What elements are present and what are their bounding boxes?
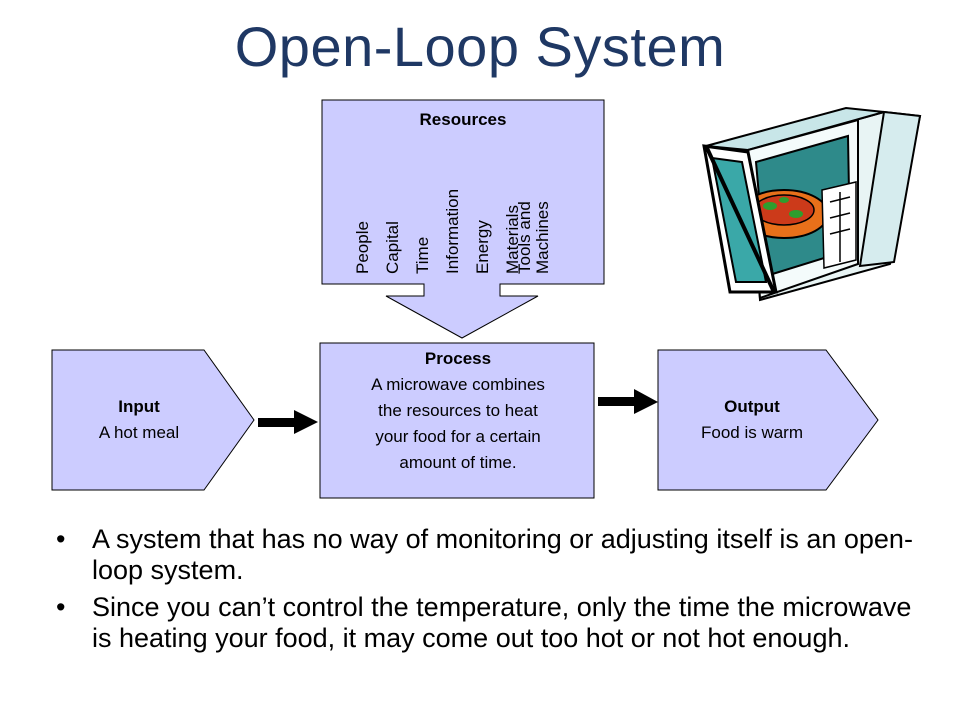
- bullet-icon: •: [56, 524, 66, 554]
- resources-list: People Capital Time Information Energy M…: [353, 142, 596, 274]
- resources-title: Resources: [419, 110, 507, 129]
- input-body: A hot meal: [98, 423, 180, 442]
- process-text: Process A microwave combines the resourc…: [322, 346, 594, 476]
- bullet-icon: •: [56, 592, 66, 622]
- resource-item: Information: [443, 188, 462, 274]
- arrow-input-to-process: [258, 410, 318, 434]
- resource-item: People: [353, 221, 372, 274]
- bullet-item: • A system that has no way of monitoring …: [56, 524, 936, 586]
- process-body: A microwave combines the resources to he…: [371, 375, 545, 472]
- microwave-icon: [702, 106, 922, 302]
- resource-item: Energy: [473, 220, 492, 274]
- resource-item: Tools and Machines: [515, 201, 552, 274]
- resource-item: Time: [413, 236, 432, 274]
- bullet-item: • Since you can’t control the temperature…: [56, 592, 936, 654]
- process-box: [319, 342, 595, 499]
- output-shape: [657, 349, 879, 491]
- bullet-text: A system that has no way of monitoring o…: [92, 524, 913, 585]
- bullet-text: Since you can’t control the temperature,…: [92, 592, 912, 653]
- output-body: Food is warm: [700, 423, 804, 442]
- resource-item: Capital: [383, 221, 402, 274]
- process-title: Process: [424, 349, 492, 368]
- slide-title: Open-Loop System: [234, 15, 726, 78]
- input-title: Input: [118, 397, 160, 416]
- output-title: Output: [724, 397, 780, 416]
- output-text: Output Food is warm: [660, 394, 844, 446]
- bullet-list: • A system that has no way of monitoring …: [56, 524, 936, 660]
- input-text: Input A hot meal: [64, 394, 214, 446]
- input-shape: [51, 349, 255, 491]
- arrow-process-to-output: [598, 389, 658, 414]
- resources-box: [321, 99, 605, 339]
